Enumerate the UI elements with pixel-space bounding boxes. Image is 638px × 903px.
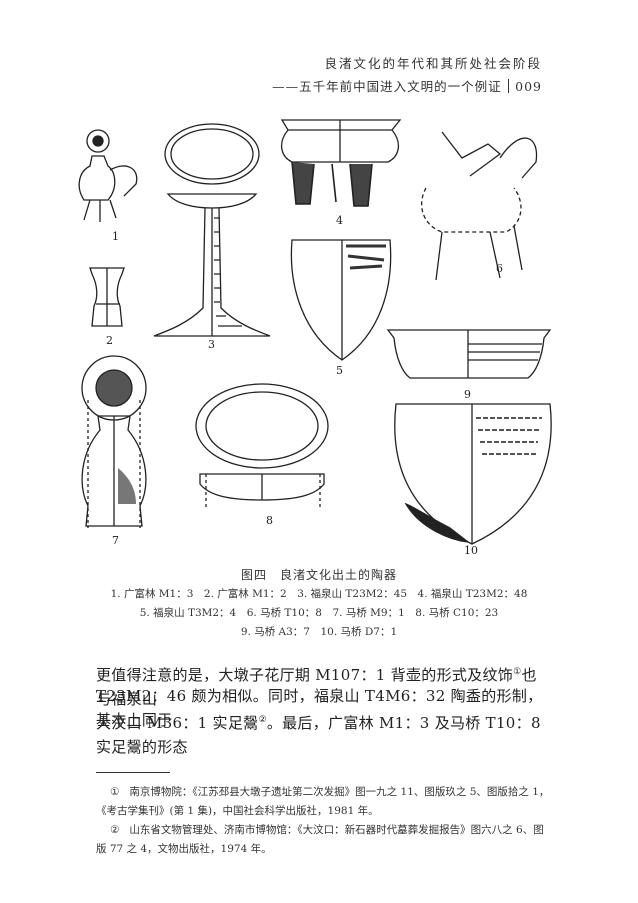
vessel-6-drawing <box>421 131 538 281</box>
footnote-mark: ② <box>110 824 120 836</box>
vessel-label-3: 3 <box>208 338 215 351</box>
running-header-title: 良渚文化的年代和其所处社会阶段 <box>324 56 542 71</box>
running-header-subtitle: ——五千年前中国进入文明的一个例证 009 <box>272 76 542 95</box>
vessel-5-drawing <box>290 239 392 361</box>
vessel-10-drawing <box>394 403 552 545</box>
body-text: 。最后，广富林 M1：3 及马桥 T10：8 实足鬶的形态 <box>96 714 541 756</box>
body-line-2: T23M2：46 颇为相似。同时，福泉山 T4M6：32 陶盉的形制，基本上同于 <box>96 687 543 729</box>
vessel-label-5: 5 <box>336 364 343 377</box>
body-text: 大汶口 M36：1 实足鬶 <box>96 714 259 732</box>
body-text: 也与福泉山 <box>96 666 537 708</box>
figure-caption-line: 1. 广富林 M1：3 2. 广富林 M1：2 3. 福泉山 T23M2：45 … <box>110 588 528 600</box>
vessel-2-drawing <box>89 267 125 327</box>
pottery-figure: 1 2 3 4 5 6 7 8 9 10 <box>78 119 552 557</box>
figure-caption-line: 9. 马桥 A3：7 10. 马桥 D7：1 <box>240 626 398 638</box>
page-number: 009 <box>515 79 542 94</box>
vessel-8-drawing <box>195 383 329 508</box>
body-text: 更值得注意的是，大墩子花厅期 M107：1 背壶的形式及纹饰 <box>96 666 514 684</box>
body-line-3: 大汶口 M36：1 实足鬶②。最后，广富林 M1：3 及马桥 T10：8 实足鬶… <box>96 708 550 759</box>
footnote-ref-2[interactable]: ② <box>258 715 267 725</box>
vessel-label-2: 2 <box>106 334 113 347</box>
vessel-label-4: 4 <box>336 214 343 227</box>
vessel-1-drawing <box>78 129 138 222</box>
running-header-subtitle-text: ——五千年前中国进入文明的一个例证 <box>272 79 502 94</box>
vessel-label-10: 10 <box>464 544 478 557</box>
vessel-3-drawing <box>153 123 271 337</box>
vessel-label-7: 7 <box>112 534 119 547</box>
vessel-label-8: 8 <box>266 514 273 527</box>
footnote-text: 南京博物院：《江苏邳县大墩子遗址第二次发掘》图一九之 11、图版玖之 5、图版拾… <box>96 786 550 817</box>
vessel-9-drawing <box>386 329 552 379</box>
vessel-label-1: 1 <box>112 230 119 243</box>
header-divider <box>507 79 510 93</box>
figure-caption-title: 图四 良渚文化出土的陶器 <box>240 568 397 582</box>
body-line-1: 更值得注意的是，大墩子花厅期 M107：1 背壶的形式及纹饰①也与福泉山 <box>96 660 550 711</box>
footnote-mark: ① <box>110 786 120 798</box>
vessel-label-9: 9 <box>464 388 471 401</box>
vessel-7-drawing <box>81 355 147 528</box>
footnote-divider <box>96 772 170 773</box>
vessel-label-6: 6 <box>496 262 503 275</box>
footnote-ref-1[interactable]: ① <box>513 667 522 677</box>
footnote-text: 山东省文物管理处、济南市博物馆：《大汶口：新石器时代墓葬发掘报告》图六八之 6、… <box>96 824 544 855</box>
figure-caption-line: 5. 福泉山 T3M2：4 6. 马桥 T10：8 7. 马桥 M9：1 8. … <box>139 607 499 619</box>
vessel-4-drawing <box>280 119 402 207</box>
